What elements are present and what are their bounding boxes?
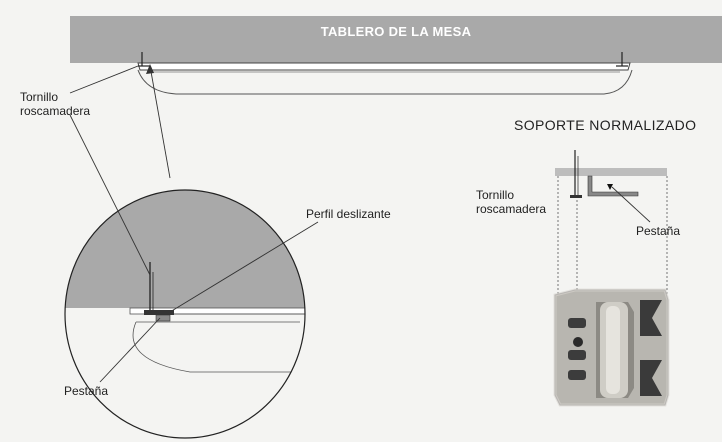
soporte-screw (570, 150, 582, 198)
zoom-circle-outline (64, 189, 306, 439)
tornillo-right-line2: roscamadera (476, 202, 547, 216)
pestana-left-label: Pestaña (64, 384, 109, 398)
tornillo-left-line1: Tornillo (20, 90, 59, 104)
soporte-normalizado-title: SOPORTE NORMALIZADO (514, 117, 697, 133)
tornillo-right-label: Tornillo roscamadera (476, 188, 546, 216)
tornillo-left-label: Tornillo roscamadera (20, 90, 90, 118)
screw-right-top (616, 52, 628, 67)
soporte-photo (553, 288, 670, 407)
pestana-right-label: Pestaña (636, 224, 681, 238)
soporte-plate (555, 168, 667, 176)
tornillo-left-line2: roscamadera (20, 104, 91, 118)
tabletop-bar (70, 16, 722, 63)
zoom-detail (65, 190, 305, 438)
tornillo-right-line1: Tornillo (476, 188, 515, 202)
screw-left-top (138, 52, 150, 67)
zoom-tabletop (65, 190, 305, 308)
sliding-profile-top (137, 62, 631, 71)
sliding-profile-body (137, 69, 633, 95)
tabletop-title: TABLERO DE LA MESA (320, 24, 472, 39)
perfil-deslizante-label: Perfil deslizante (306, 207, 391, 221)
